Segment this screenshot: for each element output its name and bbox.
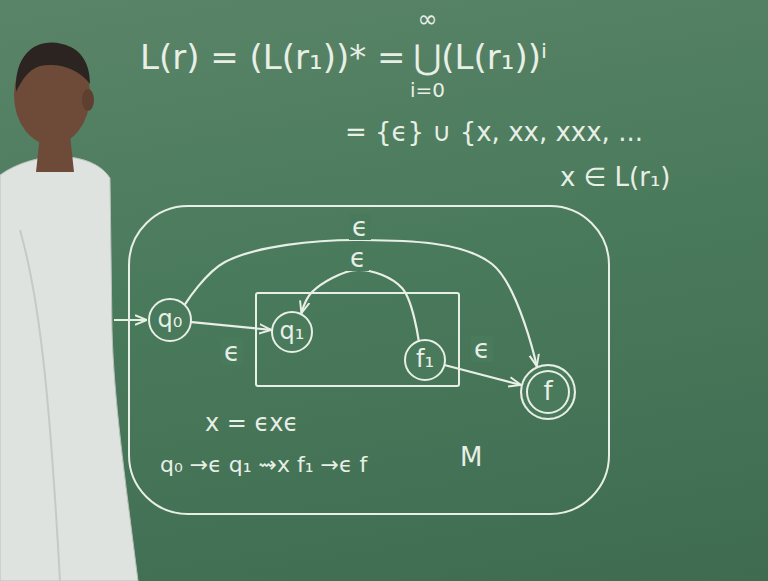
epsilon-transition bbox=[185, 240, 537, 366]
lecturer-ear bbox=[82, 89, 94, 111]
state-name: q₀ bbox=[158, 306, 183, 334]
formula: ⋃(L(r₁))ⁱ bbox=[413, 38, 547, 77]
shirt-fold bbox=[20, 230, 60, 581]
transition-label: ϵ bbox=[349, 214, 371, 240]
state-circle: q₁ bbox=[271, 311, 313, 353]
note: x ∈ L(r₁) bbox=[560, 163, 670, 193]
start-arrow bbox=[114, 319, 147, 321]
union-upper-limit: ∞ bbox=[417, 6, 437, 34]
derivation: q₀ →ϵ q₁ ⇝x f₁ →ϵ f bbox=[160, 452, 367, 477]
state-name: f₁ bbox=[416, 346, 434, 374]
formula: L(r) = (L(r₁))* = bbox=[140, 38, 405, 77]
union-lower-limit: i=0 bbox=[410, 79, 445, 102]
transition-label: ϵ bbox=[221, 339, 243, 365]
note: x = ϵxϵ bbox=[205, 410, 298, 438]
region-name: M bbox=[460, 443, 482, 473]
transition-label: ϵ bbox=[471, 336, 493, 362]
lecturer-hair bbox=[16, 43, 90, 92]
epsilon-transition bbox=[301, 270, 418, 340]
formula: = {ϵ} ∪ {x, xx, xxx, ... bbox=[345, 118, 643, 148]
state-name: f bbox=[543, 377, 552, 407]
sub-automaton-box: q₁ f₁ bbox=[255, 292, 460, 387]
epsilon-transition bbox=[445, 365, 521, 385]
epsilon-transition bbox=[192, 322, 271, 330]
transition-label: ϵ bbox=[347, 245, 369, 271]
accept-state: f bbox=[520, 364, 576, 420]
state-circle: f₁ bbox=[404, 339, 446, 381]
start-state: q₀ bbox=[148, 298, 192, 342]
state-name: q₁ bbox=[280, 318, 305, 346]
lecturer-shirt bbox=[0, 157, 138, 581]
